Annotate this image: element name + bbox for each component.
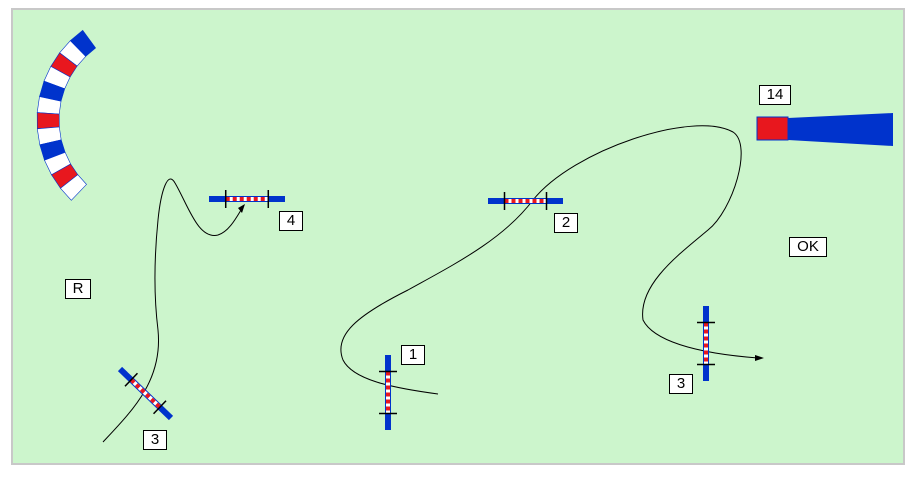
- gate3-left-number: 3: [143, 430, 167, 450]
- gate-2: [488, 192, 563, 210]
- countdown-blue-bar: [788, 113, 893, 146]
- travel-path: [102, 125, 759, 443]
- gate-3-left: [117, 366, 174, 421]
- gate-stripe-white: [129, 378, 162, 409]
- arc-segment: [36, 112, 60, 130]
- gate-4: [209, 190, 285, 208]
- course-area: R 1 2 3 3 4 14 OK: [11, 8, 905, 465]
- striped-arc-icon: [36, 29, 97, 201]
- path-arrow-gate4: [238, 204, 245, 213]
- gate-1: [379, 355, 397, 430]
- arc-segment: [60, 174, 87, 201]
- gate-tick: [153, 400, 167, 415]
- gate1-number: 1: [401, 345, 425, 365]
- ok-button[interactable]: OK: [789, 237, 827, 257]
- countdown-red-segment: [756, 116, 789, 141]
- countdown-number: 14: [759, 85, 791, 105]
- course-canvas: [36, 29, 893, 443]
- label-R: R: [65, 279, 91, 299]
- path-arrow-end: [755, 355, 764, 361]
- gate4-number: 4: [279, 211, 303, 231]
- gate2-number: 2: [554, 213, 578, 233]
- gate-tick: [124, 372, 138, 387]
- gate-3-right: [697, 306, 715, 381]
- gate3-right-number: 3: [669, 374, 693, 394]
